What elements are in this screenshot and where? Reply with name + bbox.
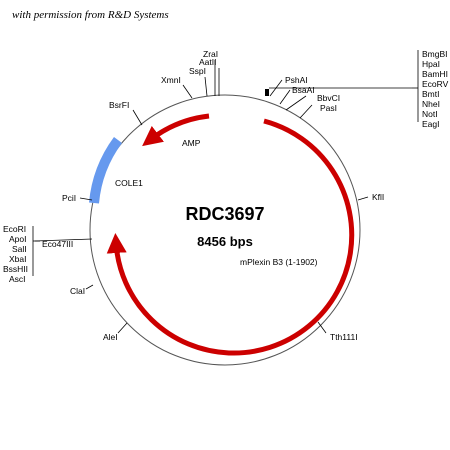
site-nhei: NheI — [422, 99, 440, 109]
site-bbvci: BbvCI — [317, 93, 340, 103]
site-hpai: HpaI — [422, 59, 440, 69]
amp-arrow — [142, 113, 210, 147]
site-alei: AleI — [103, 332, 118, 342]
site-eagi: EagI — [422, 119, 440, 129]
amp-label: AMP — [182, 138, 201, 148]
backbone-circle — [89, 94, 361, 366]
site-xmni: XmnI — [161, 75, 181, 85]
site-asci: AscI — [9, 274, 26, 284]
site-bamhi: BamHI — [422, 69, 448, 79]
permission-credit: with permission from R&D Systems — [12, 9, 169, 21]
site-kfli: KflI — [372, 192, 384, 202]
site-noti: NotI — [422, 109, 438, 119]
insert-arrow — [106, 118, 355, 356]
plasmid-name: RDC3697 — [185, 204, 264, 224]
site-clai: ClaI — [70, 286, 85, 296]
site-eco47iii: Eco47III — [42, 239, 73, 249]
insert-label: mPlexin B3 (1-1902) — [240, 257, 318, 267]
site-sspi: SspI — [189, 66, 206, 76]
left-site-bracket — [32, 226, 40, 276]
cole1-label: COLE1 — [115, 178, 143, 188]
site-bsaai: BsaAI — [292, 85, 315, 95]
site-tth111i: Tth111I — [330, 332, 358, 342]
site-bsshii: BssHII — [3, 264, 28, 274]
right-site-bracket — [412, 50, 419, 122]
site-bmti: BmtI — [422, 89, 439, 99]
plasmid-size: 8456 bps — [197, 234, 253, 249]
site-pasi: PasI — [320, 103, 337, 113]
site-pcii: PciI — [62, 193, 76, 203]
site-apoi: ApoI — [9, 234, 27, 244]
site-pshai: PshAI — [285, 75, 308, 85]
site-xbai: XbaI — [9, 254, 27, 264]
site-bmgbi: BmgBI — [422, 49, 448, 59]
site-ecorv: EcoRV — [422, 79, 449, 89]
site-ecori: EcoRI — [3, 224, 26, 234]
site-aatii: AatII — [199, 57, 216, 67]
site-sali: SalI — [12, 244, 27, 254]
cloning-site-marker — [265, 89, 269, 96]
cole1-origin — [89, 137, 123, 204]
site-zrai: ZraI — [203, 49, 218, 59]
site-ticks — [34, 60, 412, 334]
site-bsrfi: BsrFI — [109, 100, 129, 110]
